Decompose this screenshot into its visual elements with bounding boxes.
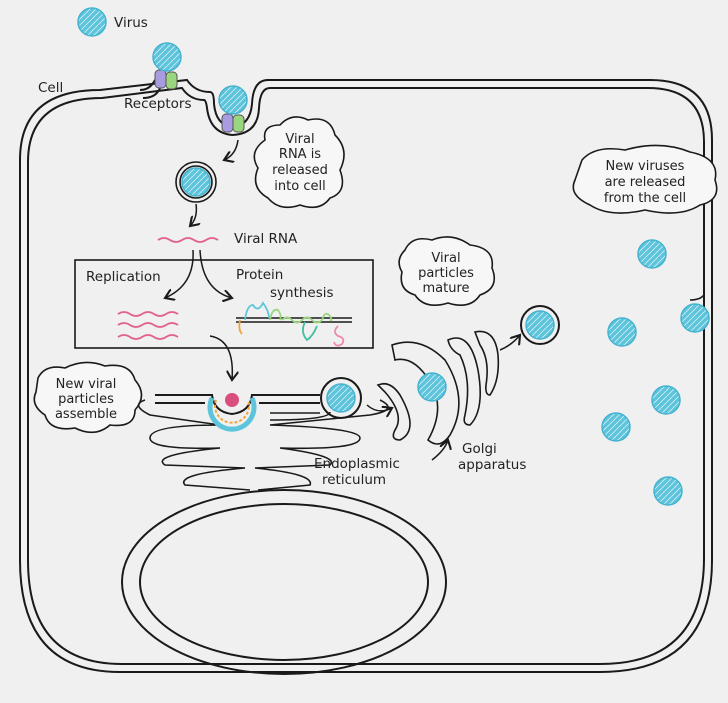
callout-line: New viral [56, 377, 117, 392]
legend-virus: Virus [77, 7, 148, 37]
callout-line: particles [418, 266, 474, 281]
callout-line: assemble [55, 407, 117, 422]
protein-synthesis-label: synthesis [270, 285, 334, 301]
endosome [175, 161, 217, 203]
exocytosis-vesicle [520, 305, 560, 345]
virus-icon [152, 42, 182, 72]
viral-rna-strand [157, 237, 219, 243]
virus-icon [417, 372, 447, 402]
er-label: Endoplasmic [314, 456, 400, 472]
callout-line: mature [422, 281, 469, 296]
replication-synthesis-box [74, 259, 374, 349]
virus-icon [326, 383, 356, 413]
ribosome-translation [236, 301, 352, 347]
virus-icon [525, 310, 555, 340]
replicated-rna [117, 311, 179, 340]
nucleus [121, 489, 447, 675]
golgi-label: Golgi [462, 441, 497, 457]
callout-line: particles [58, 392, 114, 407]
released-viruses [601, 239, 710, 506]
virus-icon [607, 317, 637, 347]
virus-icon [653, 476, 683, 506]
virus-icon [181, 167, 211, 197]
receptor-icon [232, 114, 245, 133]
receptor-icon [165, 71, 178, 90]
virus-label: Virus [114, 15, 148, 31]
receptor-icon [154, 69, 167, 89]
callout-line: released [272, 163, 328, 178]
virus-icon [218, 85, 248, 115]
endoplasmic-reticulum [137, 394, 389, 491]
assembling-particle [207, 393, 257, 432]
callout-rna-released: Viral RNA is released into cell [253, 116, 345, 209]
callout-line: from the cell [604, 191, 686, 206]
protein-synthesis-label: Protein [236, 267, 283, 283]
virus-icon [601, 412, 631, 442]
er-vesicle [320, 377, 362, 419]
receptors-label: Receptors [124, 96, 192, 112]
callout-assemble: New viral particles assemble [33, 361, 143, 434]
callout-line: RNA is [279, 147, 321, 162]
golgi-label: apparatus [458, 457, 526, 473]
cell-membrane [19, 78, 713, 673]
callout-mature: Viral particles mature [398, 236, 496, 306]
replication-label: Replication [86, 269, 161, 285]
callout-line: Viral [431, 251, 460, 266]
callout-line: are released [605, 175, 686, 190]
cell-label: Cell [38, 80, 63, 96]
er-label: reticulum [322, 472, 386, 488]
golgi-apparatus [376, 330, 500, 445]
callout-line: into cell [274, 179, 325, 194]
virus-icon [637, 239, 667, 269]
virus-icon [651, 385, 681, 415]
receptor-icon [221, 113, 234, 133]
callout-line: New viruses [606, 159, 685, 174]
callout-released: New viruses are released from the cell [572, 144, 718, 214]
virus-icon [680, 303, 710, 333]
viral-rna-label: Viral RNA [234, 231, 298, 247]
receptors [152, 42, 248, 133]
virus-icon [77, 7, 107, 37]
callout-line: Viral [285, 132, 314, 147]
